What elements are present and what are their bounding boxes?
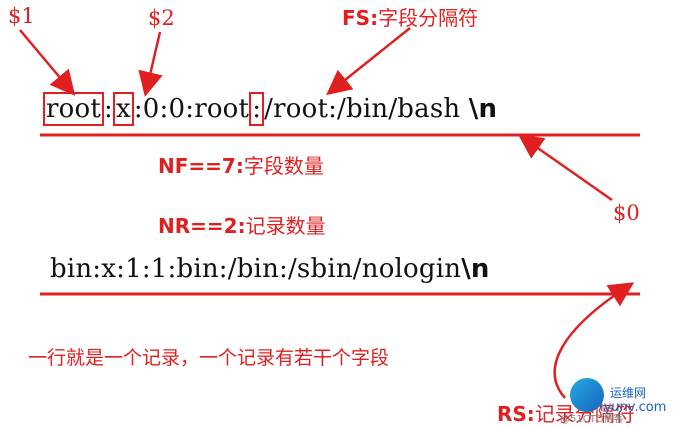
label-field-2: $2 bbox=[148, 6, 175, 30]
field-rest: /root:/bin/bash bbox=[264, 94, 469, 124]
record-2-text: bin:x:1:1:bin:/bin:/sbin/nologin bbox=[50, 254, 462, 284]
field-sep-1: : bbox=[103, 94, 113, 124]
fs-label: FS:字段分隔符 bbox=[342, 2, 478, 31]
nr-key: NR==2: bbox=[158, 214, 246, 238]
nf-key: NF==7: bbox=[158, 154, 244, 178]
arrow-record bbox=[517, 134, 613, 202]
arrow-field-2 bbox=[138, 31, 163, 97]
rs-key: RS: bbox=[497, 402, 535, 426]
fs-desc: 字段分隔符 bbox=[378, 6, 479, 30]
field-2-box: x bbox=[112, 92, 134, 126]
arrow-rs bbox=[553, 282, 635, 399]
arrow-field-1 bbox=[19, 29, 76, 96]
fs-separator-box: : bbox=[249, 92, 265, 126]
watermark-site-cn: 运维网 bbox=[610, 386, 647, 400]
record-line-1: root:x:0:0:root:/root:/bin/bash \n bbox=[43, 92, 498, 126]
note-text: 一行就是一个记录，一个记录有若干个字段 bbox=[28, 347, 390, 369]
arrow-fs bbox=[326, 27, 411, 96]
watermark-id: @51CTO博客 bbox=[560, 414, 624, 425]
newline-1: \n bbox=[468, 94, 498, 124]
watermark-site-url: iyunv.com bbox=[600, 400, 667, 415]
nr-desc: 记录数量 bbox=[245, 214, 326, 238]
label-field-1: $1 bbox=[8, 4, 35, 28]
field-1-box: root bbox=[43, 92, 104, 126]
label-record: $0 bbox=[613, 201, 640, 225]
newline-2: \n bbox=[461, 254, 490, 284]
nf-desc: 字段数量 bbox=[243, 154, 324, 178]
watermark-logo-icon bbox=[570, 378, 604, 412]
record-line-2: bin:x:1:1:bin:/bin:/sbin/nologin\n bbox=[50, 254, 490, 284]
fs-key: FS: bbox=[342, 6, 379, 30]
field-middle: :0:0:root bbox=[133, 94, 250, 124]
nr-label: NR==2:记录数量 bbox=[158, 210, 326, 239]
nf-label: NF==7:字段数量 bbox=[158, 150, 324, 179]
